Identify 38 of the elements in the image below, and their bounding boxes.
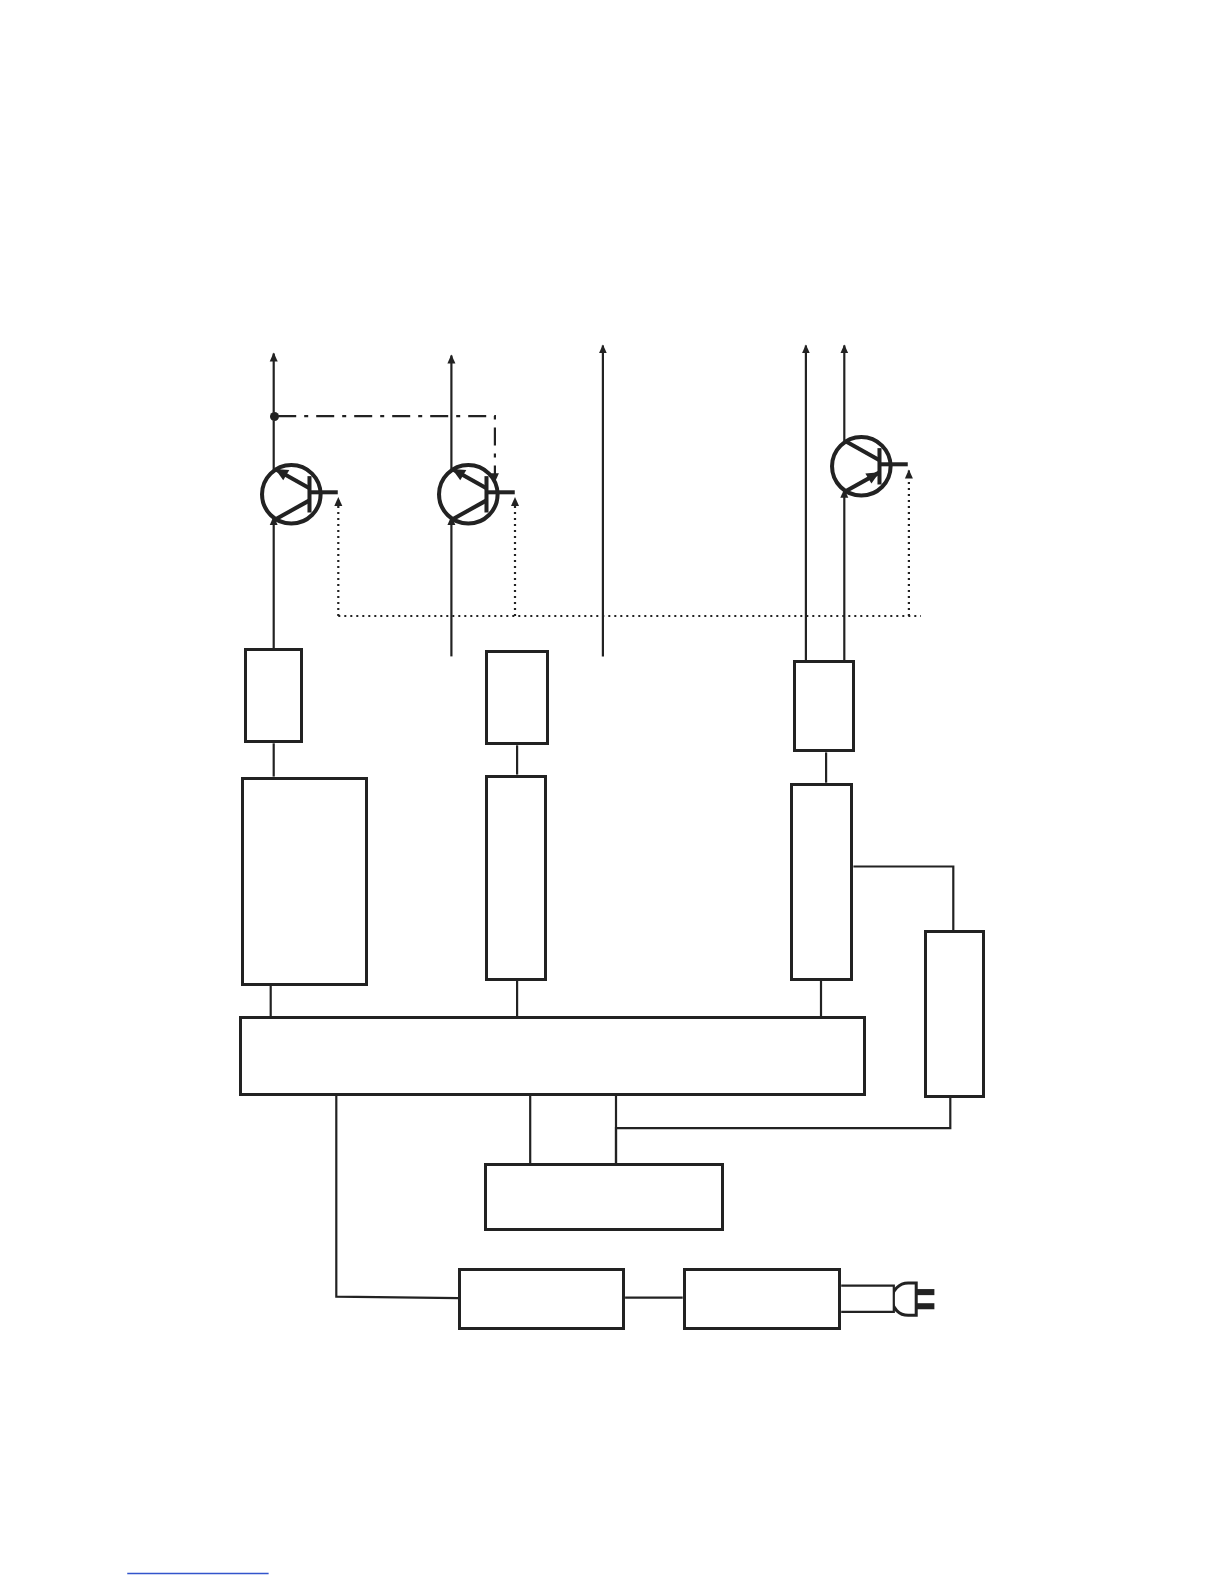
block-box [239, 1015, 867, 1096]
block-box [789, 782, 854, 981]
signal-line [338, 614, 921, 618]
connector-line [819, 980, 823, 1016]
connector-line [614, 1097, 952, 1164]
arrow [840, 344, 849, 444]
connector-line [529, 1095, 532, 1164]
arrow [511, 496, 519, 616]
connector-line [853, 865, 955, 931]
arrow [904, 469, 913, 616]
connector-line [516, 745, 519, 775]
block-box [484, 774, 548, 981]
connector-line [335, 1095, 459, 1300]
block-box [924, 930, 985, 1098]
arrow [269, 516, 278, 649]
connector-line [272, 743, 275, 777]
junction-dot [269, 412, 279, 422]
arrow [447, 354, 456, 471]
arrow [269, 352, 278, 413]
arrow [334, 496, 343, 616]
block-box [682, 1268, 842, 1330]
transistor-symbol [436, 461, 518, 527]
block-box [792, 660, 856, 753]
transistor-symbol [829, 434, 910, 499]
block-box [241, 776, 368, 986]
block-box [483, 1163, 725, 1232]
connector-line [840, 1284, 895, 1313]
connector-line [272, 420, 275, 471]
block-box [484, 650, 550, 746]
connector-line [269, 985, 272, 1016]
connector-line [625, 1296, 683, 1299]
connector-line [516, 980, 519, 1016]
transistor-symbol [258, 461, 340, 527]
block-box [458, 1268, 626, 1330]
connector-line [825, 752, 828, 783]
arrow [801, 344, 810, 661]
plug-symbol [893, 1280, 937, 1317]
block-box [244, 648, 303, 744]
